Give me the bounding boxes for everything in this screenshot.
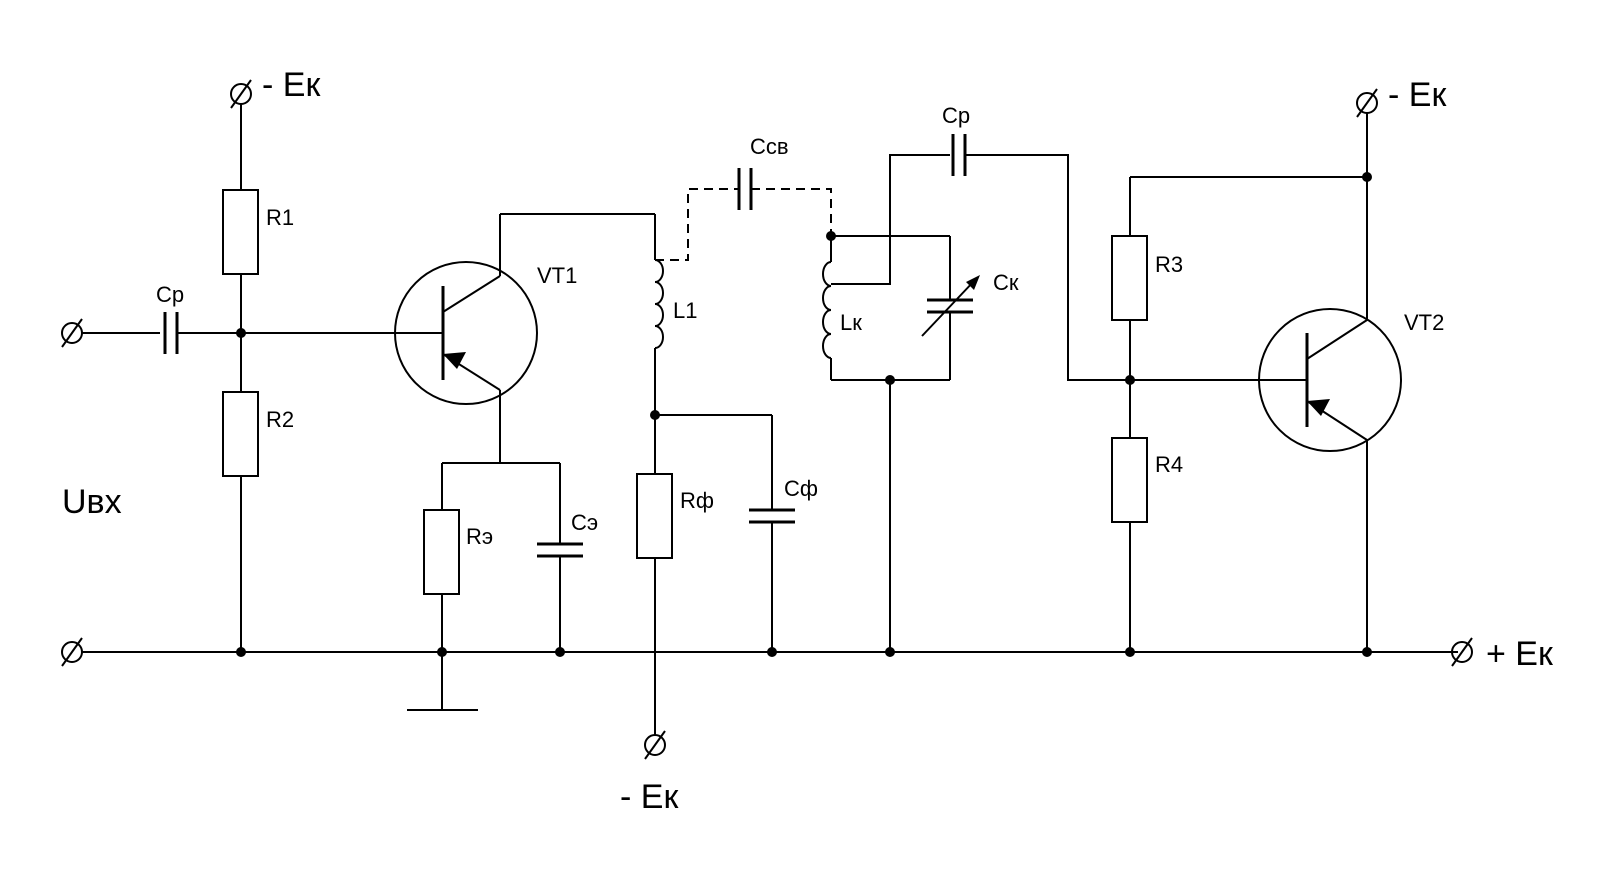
supply-label-positive: + Eк [1486,635,1554,673]
junction-dot [555,647,565,657]
transistor-vt1 [393,214,538,463]
capacitor-cf [655,414,795,652]
input-capacitor-label: Cp [156,282,184,307]
tuning-capacitor-ck [921,236,980,380]
supply-terminal-positive [1451,637,1473,667]
resistor-r2-label: R2 [266,407,294,432]
capacitor-cf-label: Cф [784,476,818,501]
resistor-re [423,509,460,595]
resistor-re-label: Rэ [466,524,493,549]
resistor-r4 [1111,437,1148,523]
inductor-l1 [654,259,664,349]
supply-terminal-left [230,79,252,109]
supply-label-right: - Eк [1388,76,1447,114]
supply-label-bottom: - Eк [620,778,679,816]
junction-dot [236,647,246,657]
junction-dot [1362,647,1372,657]
transistor-vt1-label: VT1 [537,263,577,288]
junction-dot [767,647,777,657]
junction-dot [1362,172,1372,182]
input-voltage-label: Uвх [62,483,122,521]
input-terminal-top [61,318,160,348]
transistor-vt2-label: VT2 [1404,310,1444,335]
inductor-l1-label: L1 [673,298,697,323]
coupling-capacitor-ccb-label: Ccв [750,134,789,159]
junction-dot [236,328,246,338]
resistor-rf-label: Rф [680,488,714,513]
supply-terminal-right [1356,88,1378,118]
resistor-rf [636,473,673,559]
resistor-r4-label: R4 [1155,452,1183,477]
transistor-vt2 [1258,112,1402,652]
resistor-r1-label: R1 [266,205,294,230]
wire [831,154,950,285]
junction-dot [885,647,895,657]
coupling-capacitor-ccb [655,168,832,261]
junction-dot [437,647,447,657]
resistor-r3 [1111,235,1148,321]
tuning-capacitor-ck-label: Cк [993,270,1019,295]
resistor-r1 [222,189,259,275]
input-terminal-bottom [61,637,83,667]
junction-dot [1125,375,1135,385]
supply-terminal-bottom [644,730,666,760]
capacitor-ce [537,463,583,652]
output-capacitor-label: Cp [942,103,970,128]
junction-dot [885,375,895,385]
resistor-r3-label: R3 [1155,252,1183,277]
capacitor-ce-label: Cэ [571,510,598,535]
resistor-r2 [222,391,259,477]
input-capacitor [163,312,393,354]
inductor-lk [822,261,832,359]
output-capacitor [890,134,1262,381]
junction-dot [1125,647,1135,657]
inductor-lk-label: Lк [840,310,862,335]
supply-label-left: - Eк [262,66,321,104]
